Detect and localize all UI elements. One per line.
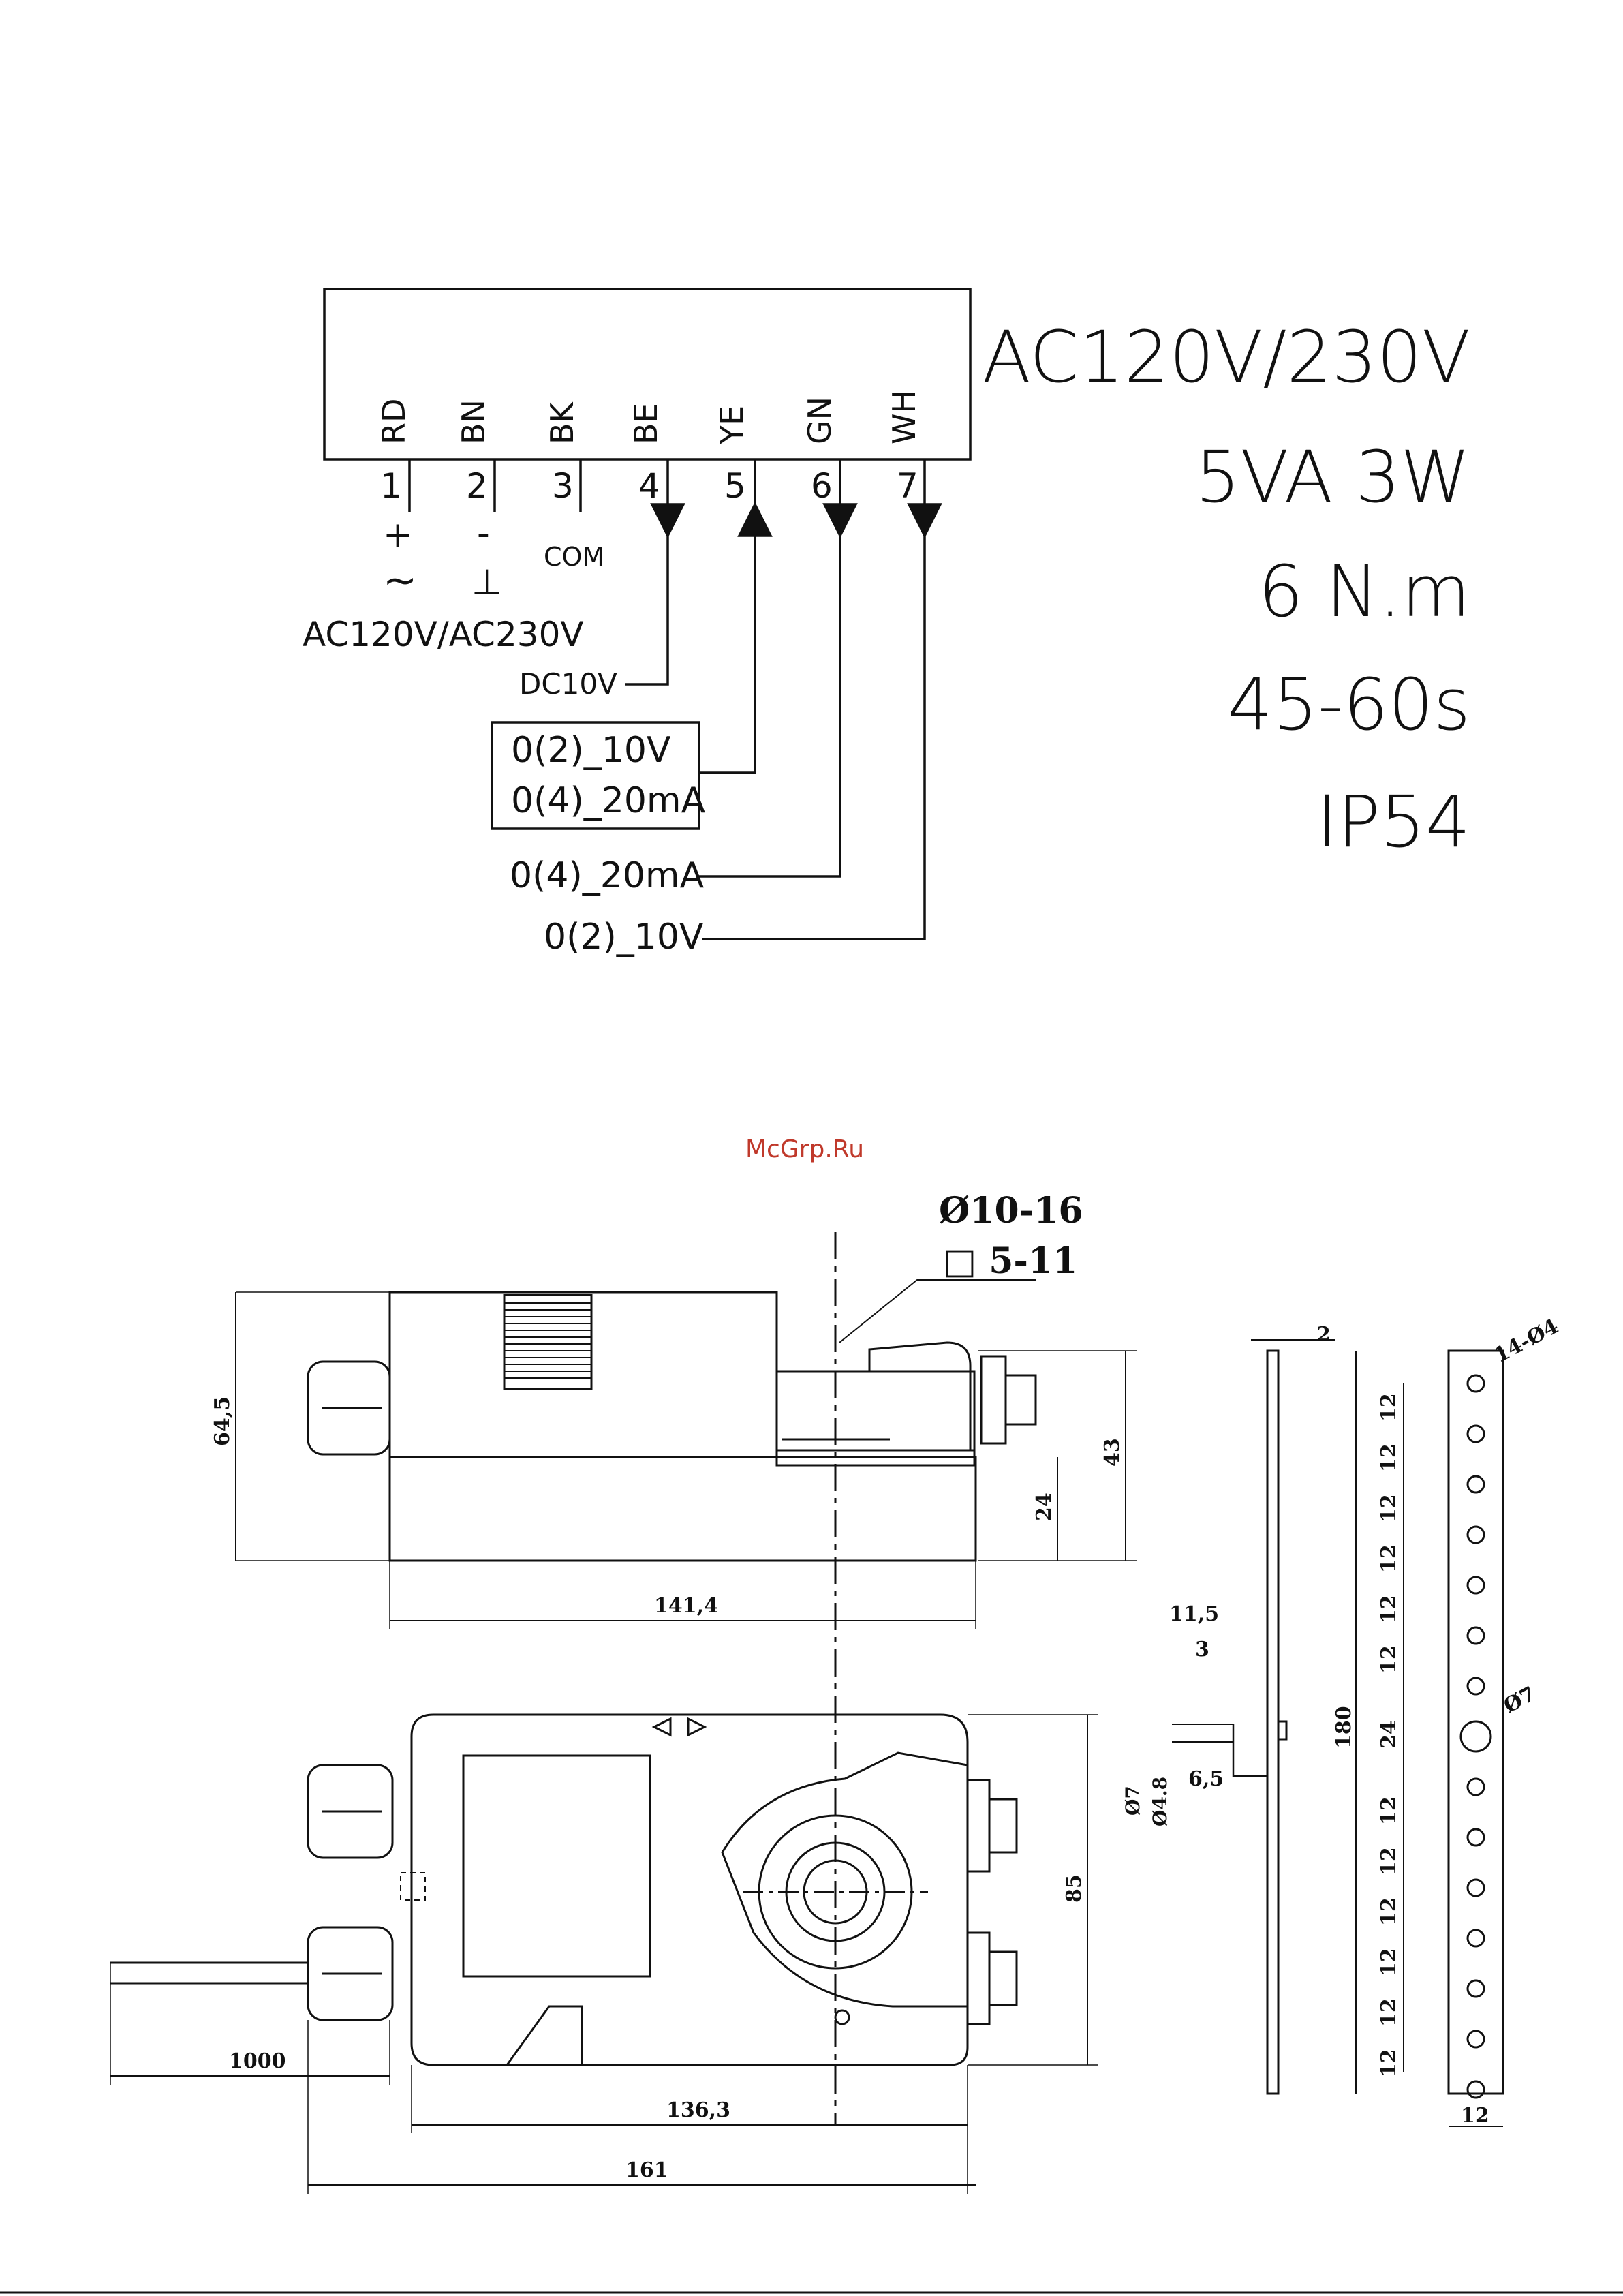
- wiring-diagram: RD BN BK BE YE GN WH 1 2 3 4 5 6 7: [303, 289, 970, 958]
- terminal-1: 1: [380, 466, 402, 506]
- dim-hole-4-8: Ø4.8: [1149, 1777, 1171, 1826]
- dim-shaft-round: Ø10-16: [939, 1190, 1083, 1231]
- dim-pitch-9: 12: [1377, 1897, 1401, 1926]
- output-6-label: 0(4)_20mA: [510, 855, 705, 896]
- dim-plate-thickness: 2: [1316, 1323, 1331, 1347]
- top-bolt-upper: [968, 1780, 989, 1871]
- watermark: McGrp.Ru: [745, 1135, 864, 1163]
- dim-center-hole: Ø7: [1500, 1682, 1539, 1718]
- dim-pitch-11: 12: [1377, 1998, 1401, 2027]
- terminal-4: 4: [638, 466, 660, 506]
- side-grip: [504, 1295, 591, 1389]
- supply-label: AC120V/AC230V: [303, 615, 584, 654]
- wire-6-arrow: [824, 504, 856, 536]
- side-bolt: [1006, 1375, 1036, 1424]
- dim-offset-6-5: 6,5: [1188, 1767, 1224, 1791]
- input-box-line-1: 0(2)_10V: [511, 730, 671, 771]
- output-7-label: 0(2)_10V: [544, 917, 704, 958]
- wire-4-arrow: [652, 504, 683, 536]
- top-window: [463, 1756, 650, 1976]
- dim-width-85: 85: [1062, 1874, 1086, 1903]
- dim-pitch-8: 12: [1377, 1847, 1401, 1876]
- plus-symbol: +: [383, 515, 413, 555]
- direction-left-icon: [654, 1719, 670, 1735]
- dim-length-top: 141,4: [654, 1594, 718, 1618]
- top-view-drawing: [110, 1715, 1098, 2194]
- dim-pitch-6: 12: [1377, 1645, 1401, 1674]
- dim-strip-width: 12: [1461, 2104, 1489, 2128]
- wire-6: [696, 459, 840, 876]
- terminal-5: 5: [724, 466, 746, 506]
- dim-pitch-10: 12: [1377, 1948, 1401, 1976]
- dc10v-label: DC10V: [519, 667, 617, 701]
- minus-symbol: -: [477, 513, 490, 554]
- terminal-7: 7: [897, 466, 918, 506]
- wire-color-5: YE: [713, 405, 750, 445]
- ac-symbol: ~: [383, 557, 417, 604]
- dim-length-136: 136,3: [666, 2098, 730, 2122]
- wire-5: [699, 459, 755, 773]
- dim-length-161: 161: [625, 2158, 668, 2182]
- wire-color-6: GN: [801, 397, 838, 444]
- side-view-drawing: [236, 1232, 1137, 2126]
- dim-pitch-5: 12: [1377, 1595, 1401, 1623]
- wire-5-arrow: [739, 504, 771, 536]
- dim-pitch-4: 12: [1377, 1544, 1401, 1573]
- terminal-3: 3: [552, 466, 574, 506]
- ground-symbol: ⊥: [472, 562, 502, 603]
- wire-color-4: BE: [628, 403, 664, 444]
- direction-right-icon: [688, 1719, 705, 1735]
- side-nut: [981, 1356, 1006, 1443]
- spec-protection: IP54: [1316, 780, 1470, 863]
- dimension-labels: Ø10-16 □ 5-11 64,5 43 24 141,4 2 11,5 3 …: [211, 1190, 1562, 2182]
- wire-color-1: RD: [375, 399, 412, 444]
- dim-offset-11-5: 11,5: [1169, 1602, 1219, 1626]
- dim-pitch-12: 12: [1377, 2049, 1401, 2077]
- side-body-base: [390, 1457, 976, 1561]
- dim-height-bracket: 43: [1100, 1438, 1124, 1467]
- strip-center-hole: [1461, 1721, 1491, 1751]
- dim-pitch-3: 12: [1377, 1494, 1401, 1522]
- spec-runtime: 45-60s: [1228, 663, 1470, 746]
- dim-pitch-1: 12: [1377, 1393, 1401, 1422]
- terminal-6: 6: [811, 466, 833, 506]
- dim-offset-3: 3: [1195, 1638, 1209, 1662]
- dim-holes-count: 14-Ø4: [1490, 1315, 1562, 1368]
- top-release-lever: [507, 2006, 582, 2065]
- spec-voltage: AC120V/230V: [983, 316, 1470, 399]
- dim-pitch-2: 12: [1377, 1443, 1401, 1472]
- terminal-2: 2: [466, 466, 488, 506]
- spec-block: AC120V/230V 5VA 3W 6 N.m 45-60s IP54: [983, 316, 1470, 863]
- dim-height-base: 24: [1032, 1493, 1056, 1521]
- wire-color-2: BN: [455, 399, 492, 444]
- com-label: COM: [544, 542, 604, 572]
- dim-pitch-7: 12: [1377, 1796, 1401, 1825]
- wire-7: [702, 459, 925, 939]
- spec-torque: 6 N.m: [1258, 550, 1470, 633]
- spec-power: 5VA 3W: [1195, 435, 1470, 519]
- wire-color-3: BK: [544, 401, 581, 444]
- dim-hole-7: Ø7: [1122, 1786, 1144, 1816]
- wire-7-arrow: [909, 504, 940, 536]
- strip-profile: [1267, 1351, 1278, 2094]
- dim-cable-length: 1000: [229, 2049, 286, 2073]
- dim-center-pitch: 24: [1377, 1720, 1401, 1749]
- dim-height-total: 64,5: [211, 1396, 234, 1446]
- dim-strip-length: 180: [1332, 1706, 1356, 1749]
- input-box-line-2: 0(4)_20mA: [511, 780, 706, 821]
- top-bolt-lower: [968, 1933, 989, 2024]
- wire-color-7: WH: [886, 390, 923, 444]
- side-clamp-hook: [869, 1343, 970, 1450]
- dim-shaft-square: □ 5-11: [943, 1240, 1077, 1282]
